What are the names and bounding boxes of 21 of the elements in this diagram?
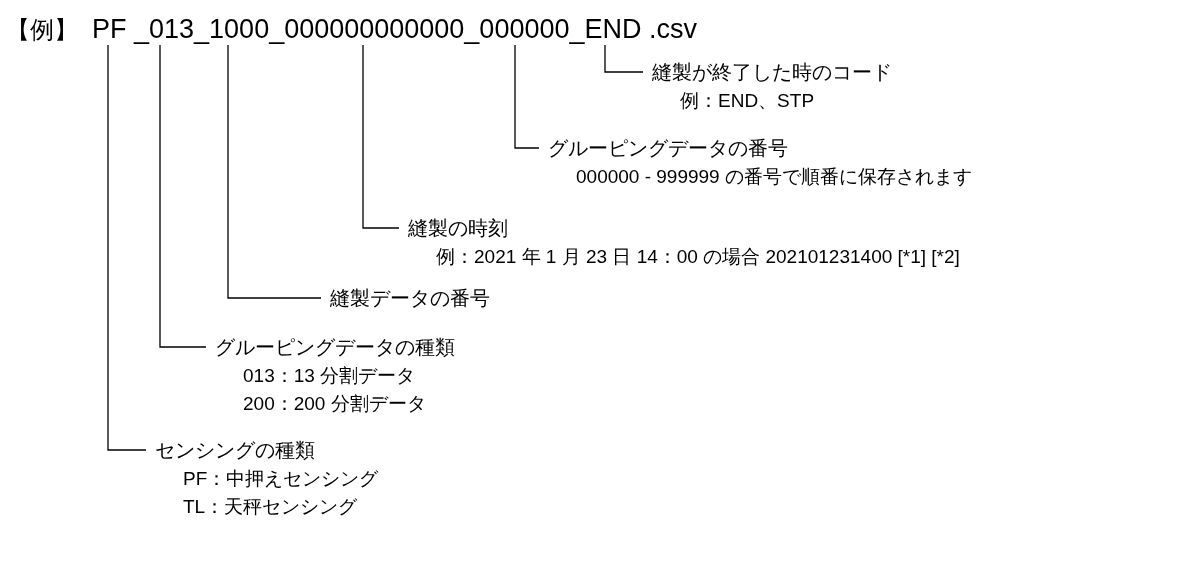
example-tag: 【例】 — [6, 14, 78, 46]
leader-line — [604, 44, 644, 73]
heading-text: グルーピングデータの番号 — [548, 136, 789, 161]
description-text: 例：2021 年 1 月 23 日 14：00 の場合 202101231400 [*1] [*2] — [436, 245, 960, 269]
leader-line — [107, 44, 147, 451]
description-text: 000000 - 999999 の番号で順番に保存されます — [576, 165, 972, 189]
filename-text: PF _013_1000_000000000000_000000_END .csv — [92, 13, 697, 45]
heading-text: 縫製の時刻 — [408, 216, 509, 241]
heading-text: 縫製が終了した時のコード — [652, 60, 892, 85]
leader-line — [159, 44, 207, 348]
heading-text: グルーピングデータの種類 — [215, 335, 455, 360]
description-text: 013：13 分割データ — [243, 364, 417, 388]
heading-text: 縫製データの番号 — [330, 286, 490, 311]
heading-text: センシングの種類 — [155, 438, 316, 463]
description-text: TL：天秤センシング — [183, 495, 359, 519]
description-text: 200：200 分割データ — [243, 392, 427, 416]
leader-line — [362, 44, 400, 229]
description-text: 例：END、STP — [680, 89, 816, 113]
leader-line — [514, 44, 540, 149]
description-text: PF：中押えセンシング — [183, 467, 379, 491]
leader-line — [227, 44, 322, 299]
